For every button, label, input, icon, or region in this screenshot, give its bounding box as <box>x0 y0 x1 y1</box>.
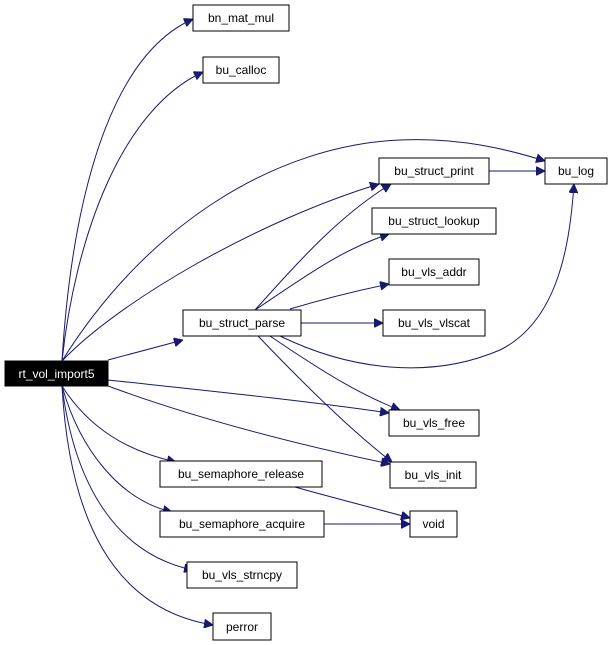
edge-rt_vol_import5-bu_vls_free <box>107 379 389 413</box>
node-bu_calloc[interactable]: bu_calloc <box>202 56 280 84</box>
node-bu_vls_strncpy[interactable]: bu_vls_strncpy <box>186 561 298 589</box>
edge-bu_semaphore_release-void <box>294 486 410 518</box>
nodes: rt_vol_import5 bn_mat_mul bu_calloc bu_s… <box>4 4 608 641</box>
edge-bu_struct_parse-bu_struct_lookup <box>254 234 389 311</box>
node-label-bu_log: bu_log <box>558 164 594 178</box>
node-void[interactable]: void <box>409 510 458 538</box>
node-bu_vls_vlscat[interactable]: bu_vls_vlscat <box>382 309 486 337</box>
node-bu_vls_addr[interactable]: bu_vls_addr <box>388 258 480 286</box>
edge-rt_vol_import5-bu_struct_parse <box>107 340 183 361</box>
node-bn_mat_mul[interactable]: bn_mat_mul <box>192 4 290 32</box>
edge-rt_vol_import5-bu_calloc <box>61 72 203 362</box>
edge-bu_struct_parse-bu_log <box>279 184 574 369</box>
node-label-bu_semaphore_acquire: bu_semaphore_acquire <box>179 517 305 531</box>
node-label-bu_struct_print: bu_struct_print <box>394 164 474 178</box>
edge-bu_struct_parse-bu_struct_print <box>254 184 391 311</box>
node-label-bu_semaphore_release: bu_semaphore_release <box>178 467 304 481</box>
node-label-bu_struct_lookup: bu_struct_lookup <box>388 214 480 228</box>
node-label-perror: perror <box>226 620 258 634</box>
node-bu_semaphore_acquire[interactable]: bu_semaphore_acquire <box>159 510 325 538</box>
node-bu_struct_print[interactable]: bu_struct_print <box>378 157 490 185</box>
node-perror[interactable]: perror <box>212 612 272 641</box>
node-bu_semaphore_release[interactable]: bu_semaphore_release <box>159 460 323 488</box>
edge-rt_vol_import5-bu_log <box>61 139 545 362</box>
node-label-void: void <box>422 517 444 531</box>
edge-rt_vol_import5-bu_struct_print <box>61 184 379 362</box>
edge-rt_vol_import5-bu_semaphore_acquire <box>61 385 172 512</box>
edge-rt_vol_import5-bu_vls_init <box>107 385 390 464</box>
node-label-bu_vls_free: bu_vls_free <box>403 416 465 430</box>
node-label-bu_vls_vlscat: bu_vls_vlscat <box>398 316 471 330</box>
node-label-bu_calloc: bu_calloc <box>216 63 267 77</box>
edge-bu_struct_parse-bu_vls_addr <box>289 284 389 310</box>
node-bu_vls_init[interactable]: bu_vls_init <box>389 461 477 489</box>
node-bu_struct_lookup[interactable]: bu_struct_lookup <box>371 207 497 235</box>
node-label-bu_struct_parse: bu_struct_parse <box>199 316 285 330</box>
node-label-rt_vol_import5: rt_vol_import5 <box>18 367 94 381</box>
node-label-bn_mat_mul: bn_mat_mul <box>208 11 274 25</box>
node-label-bu_vls_init: bu_vls_init <box>405 468 462 482</box>
node-label-bu_vls_addr: bu_vls_addr <box>401 265 466 279</box>
node-bu_log[interactable]: bu_log <box>544 157 608 185</box>
edge-rt_vol_import5-perror <box>61 385 213 625</box>
edge-rt_vol_import5-bn_mat_mul <box>61 19 193 362</box>
node-bu_struct_parse[interactable]: bu_struct_parse <box>182 309 302 337</box>
edge-rt_vol_import5-bu_semaphore_release <box>61 385 176 462</box>
node-rt_vol_import5[interactable]: rt_vol_import5 <box>4 360 109 387</box>
edge-bu_struct_parse-bu_vls_init <box>257 335 392 462</box>
node-bu_vls_free[interactable]: bu_vls_free <box>388 409 480 437</box>
edge-bu_struct_parse-bu_vls_free <box>269 335 400 410</box>
edges <box>61 19 574 625</box>
edge-rt_vol_import5-bu_vls_strncpy <box>61 385 193 570</box>
node-label-bu_vls_strncpy: bu_vls_strncpy <box>202 568 282 582</box>
